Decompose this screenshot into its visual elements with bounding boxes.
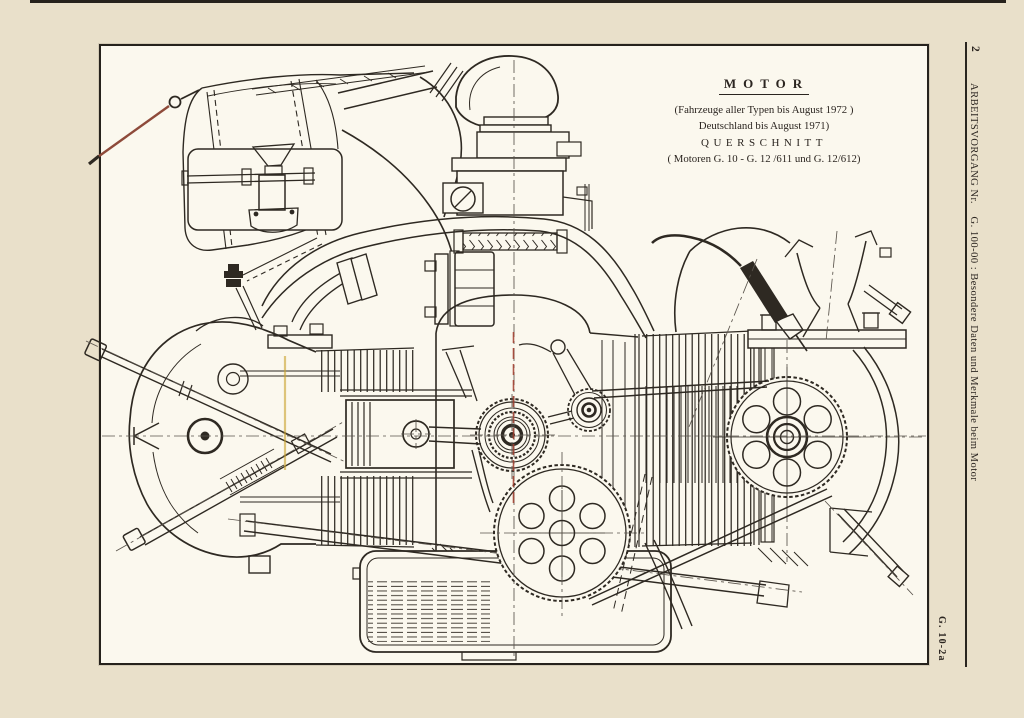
engine-mount — [747, 230, 912, 349]
lower-right-bracket — [612, 473, 914, 616]
left-cylinder-fins — [240, 347, 415, 548]
tensioner-pulley — [518, 339, 611, 432]
air-cleaner — [88, 65, 430, 331]
intake-manifold — [261, 215, 655, 349]
timing-belt — [471, 380, 833, 606]
title-note-2: Deutschland bis August 1971) — [698, 120, 830, 132]
piston-assembly — [340, 389, 482, 479]
centerlines — [102, 60, 926, 660]
camshaft-pulley — [713, 340, 926, 562]
oil-level-hatch — [368, 580, 490, 642]
page-number: 2 — [969, 46, 981, 52]
spark-plug — [651, 234, 808, 428]
bottom-timing-pulley — [480, 452, 648, 618]
title-note-1: (Fahrzeuge aller Typen bis August 1972 ) — [674, 103, 854, 116]
scan-edge-line — [30, 0, 1006, 3]
mount-arm — [842, 346, 900, 555]
pushrod-tube — [101, 348, 332, 463]
intake-elbow — [337, 55, 559, 128]
job-caption: ARBEITSVORGANG Nr. G. 100-00 : Besondere… — [968, 83, 979, 482]
sheet-code: G. 10-2a — [936, 616, 947, 662]
pushrod-tube — [139, 428, 338, 546]
ignition-wire — [651, 234, 742, 267]
piston-rings — [351, 402, 371, 466]
title-subheading: QUERSCHNITT — [701, 136, 827, 149]
carburetor — [442, 116, 593, 231]
left-cylinder-head — [84, 316, 353, 574]
red-wire — [94, 105, 170, 160]
title-block: MOTOR (Fahrzeuge aller Typen bis August … — [598, 76, 930, 168]
margin-rule — [965, 42, 967, 667]
title-note-3: ( Motoren G. 10 - G. 12 /611 und G. 12/6… — [667, 153, 861, 165]
page-title: MOTOR — [718, 76, 810, 95]
crankshaft-sprocket — [470, 394, 556, 479]
connecting-rod — [428, 426, 482, 445]
